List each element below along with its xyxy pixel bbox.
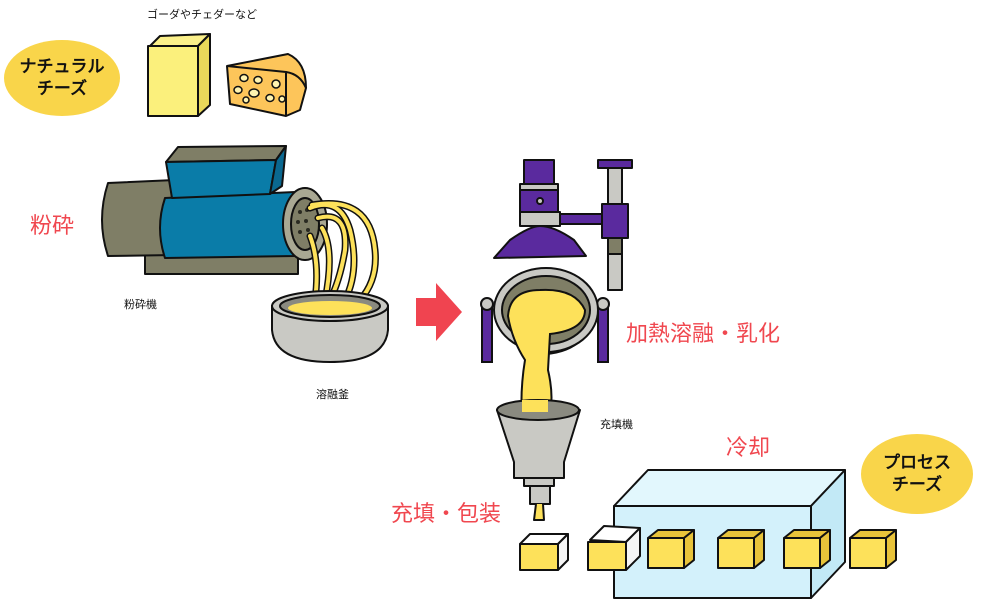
natural-cheese-caption: ゴーダやチェダーなど: [147, 8, 257, 21]
package-4: [717, 529, 765, 569]
natural-cheese-line-1: ナチュラル: [19, 57, 105, 77]
cheese-packages: [519, 525, 897, 571]
package-2: [587, 525, 641, 571]
filler-caption: 充填機: [600, 418, 633, 431]
mixer-head: [493, 159, 633, 291]
package-3: [647, 529, 695, 569]
cheese-strands: [306, 200, 379, 304]
process-arrow-icon: [416, 283, 462, 341]
process-cheese-line-1: プロセス: [883, 453, 951, 473]
step-label-cool: 冷却: [726, 436, 771, 461]
package-1: [519, 533, 569, 571]
grinder-machine: [101, 145, 328, 275]
package-6: [849, 529, 897, 569]
melting-pot-caption: 溶融釜: [316, 388, 349, 401]
step-label-grind: 粉砕: [30, 214, 75, 239]
step-label-heat: 加熱溶融・乳化: [626, 322, 781, 347]
natural-cheese-line-2: チーズ: [36, 79, 88, 99]
step-label-fill: 充填・包装: [391, 502, 502, 527]
melting-pot: [271, 290, 389, 364]
natural-cheese-label: ナチュラル チーズ: [4, 56, 120, 100]
block-cheese-icon: [147, 33, 211, 117]
heating-kettle: [480, 267, 610, 421]
process-cheese-line-2: チーズ: [891, 475, 943, 495]
process-cheese-label: プロセス チーズ: [861, 452, 973, 496]
process-cheese-bubble: [861, 434, 973, 514]
package-5: [783, 529, 831, 569]
grinder-caption: 粉砕機: [124, 298, 157, 311]
natural-cheese-bubble: [4, 40, 120, 116]
filling-machine: [496, 399, 581, 521]
wedge-cheese-icon: [226, 53, 307, 117]
